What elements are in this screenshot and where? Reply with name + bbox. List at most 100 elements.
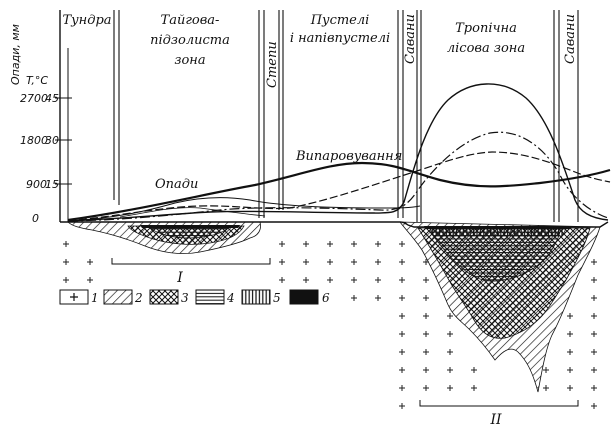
bedrock-plus-mark xyxy=(591,259,597,265)
legend-label-1: 1 xyxy=(91,291,99,305)
zone-taiga-label-3: зона xyxy=(174,53,205,68)
weathering-crust-tropical xyxy=(399,221,601,393)
bedrock-plus-mark xyxy=(399,385,405,391)
bedrock-plus-mark xyxy=(351,241,357,247)
temperature-mid-curve xyxy=(67,131,609,222)
crust-2-striped-layer xyxy=(429,231,561,282)
evaporation-curve xyxy=(67,161,611,222)
bedrock-plus-mark xyxy=(327,241,333,247)
crust-2-black-layer xyxy=(424,226,572,229)
legend-label-4: 4 xyxy=(226,291,235,305)
group-1-bracket: I xyxy=(111,258,271,286)
bedrock-plus-mark xyxy=(543,367,549,373)
temp-tick-30: 30 xyxy=(45,134,59,147)
precip-tick-1800: 1800 xyxy=(20,134,48,147)
bedrock-plus-mark xyxy=(279,241,285,247)
bedrock-plus-mark xyxy=(375,277,381,283)
climate-curves xyxy=(67,83,611,222)
bedrock-plus-mark xyxy=(327,259,333,265)
bedrock-plus-mark xyxy=(423,259,429,265)
zone-tropical-label-2: лісова зона xyxy=(447,41,525,56)
bedrock-plus-mark xyxy=(447,349,453,355)
zone-tundra-label: Тундра xyxy=(62,13,111,28)
bedrock-plus-mark xyxy=(447,331,453,337)
zone-boundaries xyxy=(113,10,579,222)
bedrock-plus-mark xyxy=(447,385,453,391)
bedrock-plus-mark xyxy=(591,403,597,409)
precipitation-curve xyxy=(67,197,421,222)
temperature-axis-title: T,°C xyxy=(26,74,48,87)
evaporation-label: Випаровування xyxy=(295,149,402,164)
bedrock-plus-mark xyxy=(447,367,453,373)
bedrock-plus-mark xyxy=(63,277,69,283)
bedrock-plus-mark xyxy=(399,295,405,301)
bedrock-plus-mark xyxy=(399,277,405,283)
legend-label-2: 2 xyxy=(134,291,143,305)
bedrock-plus-mark xyxy=(591,277,597,283)
bedrock-plus-mark xyxy=(303,259,309,265)
legend-label-3: 3 xyxy=(181,291,189,305)
bedrock-plus-mark xyxy=(591,331,597,337)
legend-item-5: 5 xyxy=(241,289,281,305)
bedrock-plus-mark xyxy=(63,259,69,265)
group-2-label: II xyxy=(489,412,502,428)
crust-1-black-layer xyxy=(140,225,240,228)
bedrock-plus-mark xyxy=(567,367,573,373)
bedrock-plus-mark xyxy=(399,241,405,247)
precipitation-axis-title: Опади, мм xyxy=(9,24,22,85)
bedrock-plus-mark xyxy=(303,241,309,247)
bedrock-plus-mark xyxy=(567,331,573,337)
bedrock-plus-mark xyxy=(375,241,381,247)
zone-savanna-right-label: Савани xyxy=(563,14,578,64)
zone-taiga-label-2: підзолиста xyxy=(150,33,230,48)
bedrock-plus-mark xyxy=(303,277,309,283)
bedrock-plus-mark xyxy=(471,385,477,391)
temp-tick-45: 45 xyxy=(45,92,59,105)
bedrock-plus-mark xyxy=(591,367,597,373)
bedrock-plus-mark xyxy=(591,385,597,391)
legend-item-3: 3 xyxy=(149,289,189,305)
bedrock-plus-mark xyxy=(543,385,549,391)
bedrock-plus-mark xyxy=(399,403,405,409)
bedrock-plus-mark xyxy=(399,313,405,319)
bedrock-plus-mark xyxy=(567,313,573,319)
precipitation-thin-curve xyxy=(119,207,266,218)
bedrock-plus-mark xyxy=(87,277,93,283)
group-2-bracket: II xyxy=(419,400,579,428)
zone-desert-label-1: Пустелі xyxy=(310,13,370,28)
bedrock-plus-mark xyxy=(399,349,405,355)
zone-savanna-left-label: Савани xyxy=(403,14,418,64)
bedrock-plus-mark xyxy=(351,259,357,265)
temp-tick-15: 15 xyxy=(45,178,59,191)
legend-label-5: 5 xyxy=(273,291,281,305)
bedrock-plus-mark xyxy=(351,277,357,283)
bedrock-plus-mark xyxy=(423,349,429,355)
bedrock-plus-mark xyxy=(63,241,69,247)
bedrock-plus-mark xyxy=(375,295,381,301)
bedrock-granite xyxy=(63,241,597,409)
bedrock-plus-mark xyxy=(327,277,333,283)
bedrock-plus-mark xyxy=(423,277,429,283)
zone-taiga-label-1: Тайгова- xyxy=(161,13,220,28)
bedrock-plus-mark xyxy=(471,367,477,373)
bedrock-plus-mark xyxy=(567,385,573,391)
bedrock-plus-mark xyxy=(447,313,453,319)
bedrock-plus-mark xyxy=(591,349,597,355)
bedrock-plus-mark xyxy=(591,313,597,319)
bedrock-plus-mark xyxy=(87,259,93,265)
legend: 1 2 3 4 5 6 xyxy=(59,289,330,305)
bedrock-plus-mark xyxy=(279,259,285,265)
legend-label-6: 6 xyxy=(322,291,330,305)
legend-item-2: 2 xyxy=(103,289,143,305)
bedrock-plus-mark xyxy=(423,367,429,373)
crust-1-striped-layer xyxy=(148,227,229,239)
precip-tick-0: 0 xyxy=(32,212,39,225)
bedrock-plus-mark xyxy=(591,295,597,301)
bedrock-plus-mark xyxy=(423,331,429,337)
bedrock-plus-mark xyxy=(375,259,381,265)
bedrock-plus-mark xyxy=(423,295,429,301)
weathering-crust-northern xyxy=(67,221,261,254)
y-axis: Опади, мм T,°C 2700 45 1800 30 900 15 0 xyxy=(9,10,72,225)
zone-desert-label-2: і напівпустелі xyxy=(290,31,390,46)
